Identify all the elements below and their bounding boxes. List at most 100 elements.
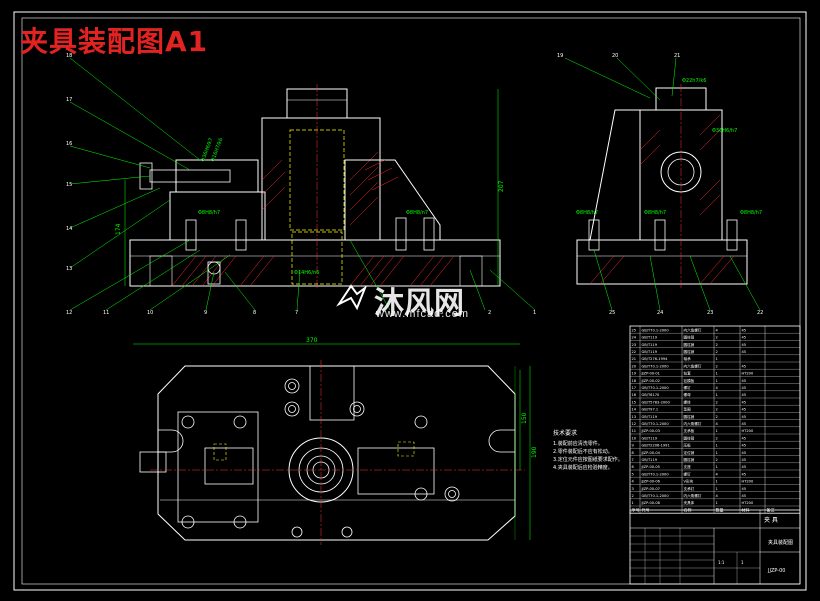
bom-cell: 2 [716, 436, 718, 440]
bom-cell: 圆柱销 [684, 349, 695, 354]
fit-label: Φ8H8/h7 [740, 210, 762, 216]
bom-cell: 1 [632, 501, 634, 505]
brand-logo-icon [336, 284, 368, 311]
top-view: 370 150 190 [133, 337, 538, 545]
bom-cell: 1 [716, 444, 718, 448]
balloon-label: 19 [557, 53, 563, 59]
bom-cell: GB/T70.1-2000 [642, 386, 670, 390]
bom-cell: HT200 [742, 501, 754, 505]
bom-cell: HT200 [742, 480, 754, 484]
bom-cell: 支承板 [684, 428, 695, 433]
bom-cell: 9 [632, 444, 635, 448]
balloon-label: 18 [66, 53, 72, 59]
fit-label: Φ8H8/h7 [198, 210, 220, 216]
bom-cell: 45 [742, 422, 747, 426]
balloon-label: 8 [253, 310, 256, 316]
bom-cell: GB/T119 [642, 436, 658, 440]
sheet-label: 夹 具 [764, 516, 778, 524]
bom-cell: 圆柱销 [684, 435, 695, 440]
side-rib [589, 109, 641, 241]
balloon-label: 1 [533, 310, 536, 316]
bom-header-cell: 数量 [716, 506, 724, 512]
bom-cell: HT200 [742, 372, 754, 376]
bom-cell: 14 [632, 408, 637, 412]
bom-cell: 12 [632, 422, 637, 426]
balloon-label: 22 [757, 310, 763, 316]
bom-cell: 螺栓 [684, 399, 692, 404]
bom-cell: 13 [632, 415, 637, 419]
bom-cell: 11 [632, 429, 637, 433]
bom-cell: 1 [716, 357, 718, 361]
note-item: 4.夹具装配后应检验精度。 [553, 465, 613, 471]
bom-cell: JJZP-00-04 [641, 451, 661, 455]
center-column [261, 117, 381, 241]
bom-cell: 夹具体 [684, 500, 695, 505]
bom-cell: 4 [716, 494, 719, 498]
bom-cell: 轴承 [684, 356, 692, 361]
bom-header-cell: 代号 [642, 506, 650, 512]
bom-cell: 内六角螺钉 [684, 327, 702, 332]
title-block: 夹 具 夹具装配图 JJZP-00 1:1 1 [629, 509, 801, 585]
bom-cell: 4 [716, 472, 719, 476]
bom-cell: 2 [716, 336, 718, 340]
bom-cell: 螺钉 [684, 385, 692, 390]
bom-cell: 45 [742, 436, 747, 440]
bom-cell: 1 [716, 393, 718, 397]
fit-label: Φ36H6/h7 [712, 128, 737, 134]
bom-cell: JJZP-00-06 [641, 480, 661, 484]
side-base [576, 239, 748, 285]
fit-label: Φ8H8/n7 [406, 210, 428, 216]
balloon-label: 2 [488, 310, 491, 316]
bom-cell: 5 [632, 472, 634, 476]
base-hatch [171, 255, 455, 287]
bom-cell: 4 [716, 386, 719, 390]
balloon-label: 21 [674, 53, 680, 59]
bom-cell: 2 [716, 364, 718, 368]
bom-cell: 20 [632, 364, 637, 368]
dim-height-front: 207 [498, 180, 505, 192]
bom-cell: GB/T276-1994 [642, 357, 669, 361]
bom-cell: 45 [742, 444, 747, 448]
bom-cell: GB/T70.1-2000 [642, 472, 670, 476]
watermark-url: www.mfcad.com [376, 308, 470, 320]
technical-requirements: 技术要求 1.装配前应清洗零件。 2.零件装配后不应有松动。 3.定位元件应按图… [553, 430, 623, 472]
bom-cell: 支座 [684, 464, 692, 469]
sheet-frame-inner [21, 17, 801, 585]
bom-cell: 7 [632, 458, 634, 462]
bom-cell: 21 [632, 357, 637, 361]
balloon-label: 10 [147, 310, 153, 316]
fit-label: Φ8H8/h7 [644, 210, 666, 216]
bom-cell: 4 [716, 422, 719, 426]
bom-cell: 45 [742, 408, 747, 412]
bom-cell: GB/T6170 [642, 393, 661, 397]
bom-cell: 1 [716, 465, 718, 469]
bom-cell: 钻模板 [684, 378, 695, 383]
dim-length-top: 370 [306, 337, 318, 344]
bom-cell: 45 [742, 458, 747, 462]
balloon-label: 9 [204, 310, 207, 316]
bom-cell: 45 [742, 350, 747, 354]
bom-cell: 45 [742, 494, 747, 498]
bom-cell: 45 [742, 328, 747, 332]
bom-cell: 45 [742, 487, 747, 491]
bom-cell: GB/T119 [642, 415, 658, 419]
bom-cell: GB/T97.1 [642, 408, 659, 412]
dim-width-top: 150 [521, 412, 528, 424]
bom-cell: 8 [632, 451, 635, 455]
bom-cell: 圆柱销 [684, 335, 695, 340]
dim-height-left: 174 [115, 223, 122, 235]
bom-cell: 45 [742, 343, 747, 347]
bom-cell: 45 [742, 364, 747, 368]
bom-cell: 圆柱销 [684, 457, 695, 462]
bom-cell: 16 [632, 393, 637, 397]
fit-label: Φ22h7/k6 [682, 78, 706, 84]
bom-cell: 钻套 [684, 371, 692, 376]
bom-cell: 定位销 [684, 450, 695, 455]
notes-heading: 技术要求 [553, 430, 578, 437]
bom-cell: 内六角螺钉 [684, 421, 702, 426]
clamp-screw [149, 169, 231, 183]
bom-cell: 6 [632, 465, 635, 469]
bom-cell: JJZP-00-03 [641, 429, 660, 433]
bom-cell: 1 [716, 501, 718, 505]
